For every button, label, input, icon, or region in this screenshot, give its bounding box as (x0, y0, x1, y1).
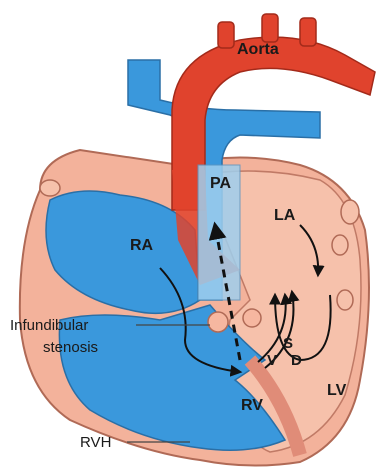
aorta-branch (300, 18, 316, 46)
label-la: LA (274, 207, 296, 224)
infundibular-stenosis-knob (243, 309, 261, 327)
label-ra: RA (130, 237, 154, 254)
label-s: S (283, 335, 293, 352)
label-rv: RV (241, 397, 263, 414)
vessel-stub (337, 290, 353, 310)
vessel-stub (332, 235, 348, 255)
infundibular-stenosis-knob (208, 312, 228, 332)
vessel-stub (341, 200, 359, 224)
vessel-stub (40, 180, 60, 196)
label-stenosis: stenosis (43, 339, 98, 356)
aorta-branch (218, 22, 234, 48)
label-v: V (267, 352, 277, 369)
label-rvh: RVH (80, 434, 111, 451)
aorta-branch (262, 14, 278, 42)
label-infundibular: Infundibular (10, 317, 88, 334)
label-aorta: Aorta (237, 41, 279, 58)
label-pa: PA (210, 175, 231, 192)
label-lv: LV (327, 382, 347, 399)
label-d: D (291, 352, 302, 369)
